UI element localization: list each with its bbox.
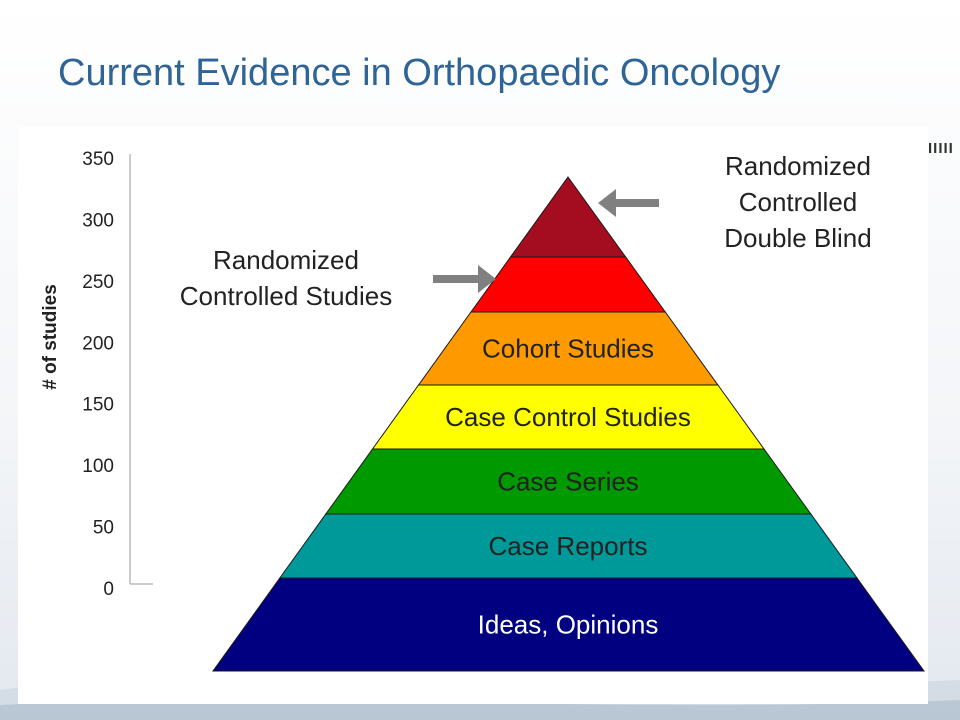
y-axis-label: # of studies xyxy=(40,284,61,390)
corner-marks: IIIII xyxy=(928,140,954,157)
y-axis-tick-label: 350 xyxy=(82,149,114,170)
pyramid-level-ideas-opinions xyxy=(212,577,925,672)
y-axis-tick-label: 50 xyxy=(93,518,114,539)
pyramid-label-cohort: Cohort Studies xyxy=(482,334,654,364)
callout-rcdb-line1: Randomized xyxy=(725,151,871,181)
pyramid-level-rcs xyxy=(470,256,667,313)
callout-rcs-line1: Randomized xyxy=(213,245,359,275)
y-axis-tick-label: 0 xyxy=(103,579,114,600)
callout-rcs-line2: Controlled Studies xyxy=(180,281,392,311)
y-axis-tick-label: 100 xyxy=(82,456,114,477)
figure-panel: 350 300 250 200 150 100 50 0 # of studies Cohor… xyxy=(18,127,928,704)
evidence-pyramid-figure: 350 300 250 200 150 100 50 0 # of studies Cohor… xyxy=(40,149,925,672)
slide-title: Current Evidence in Orthopaedic Oncology xyxy=(58,52,781,94)
pyramid-label-case-reports: Case Reports xyxy=(489,531,648,561)
pyramid-label-ideas-opinions: Ideas, Opinions xyxy=(478,610,659,640)
y-axis-tick-label: 250 xyxy=(82,272,114,293)
pyramid-label-case-series: Case Series xyxy=(497,467,639,497)
y-axis-tick-label: 150 xyxy=(82,395,114,416)
callout-rcdb-line3: Double Blind xyxy=(724,223,871,253)
y-axis-tick-label: 200 xyxy=(82,333,114,354)
callout-rcdb-line2: Controlled xyxy=(739,187,858,217)
arrow-to-rcdb-icon xyxy=(598,189,659,217)
pyramid-level-rcdb xyxy=(509,176,627,258)
y-axis-tick-labels: 350 300 250 200 150 100 50 0 xyxy=(82,149,114,600)
arrow-to-rcs-icon xyxy=(433,265,496,293)
y-axis-tick-label: 300 xyxy=(82,210,114,231)
pyramid-label-case-control: Case Control Studies xyxy=(445,402,691,432)
